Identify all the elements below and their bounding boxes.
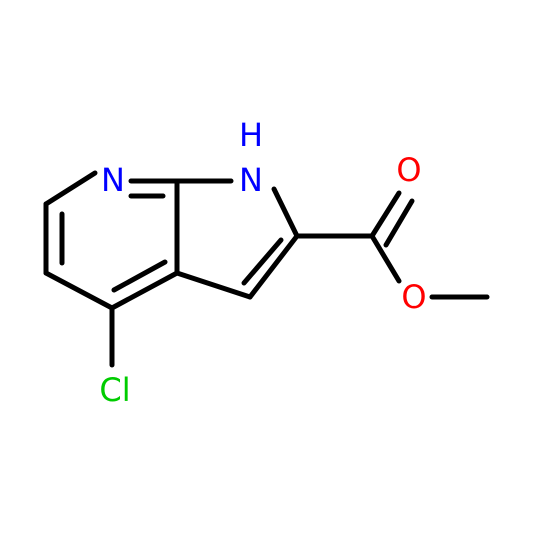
carbonyl-oxygen-label: O bbox=[396, 151, 421, 189]
bond-lines bbox=[43, 170, 490, 368]
bond-c4-c3a bbox=[109, 270, 180, 311]
pyrrole-hydrogen-label: H bbox=[239, 116, 263, 154]
pyridine-nitrogen-label: N bbox=[101, 161, 125, 199]
bond-c5-c4 bbox=[43, 270, 115, 311]
bond-c2-c3-inner bbox=[241, 237, 284, 286]
bond-n1-c2 bbox=[271, 186, 300, 239]
bond-carbonyl-o-single bbox=[369, 233, 402, 284]
bond-c4-c3a-inner bbox=[111, 259, 168, 293]
bond-n7-c6 bbox=[43, 170, 98, 207]
ester-oxygen-label: O bbox=[401, 278, 426, 316]
bond-carbonyl-o-double-inner bbox=[383, 198, 415, 248]
pyrrole-nitrogen-label: N bbox=[239, 161, 263, 199]
bond-c3-c3a bbox=[174, 270, 253, 300]
bond-c2-c3 bbox=[247, 233, 300, 300]
chlorine-label: Cl bbox=[99, 371, 130, 409]
bond-carbonyl-o-double bbox=[369, 190, 402, 239]
